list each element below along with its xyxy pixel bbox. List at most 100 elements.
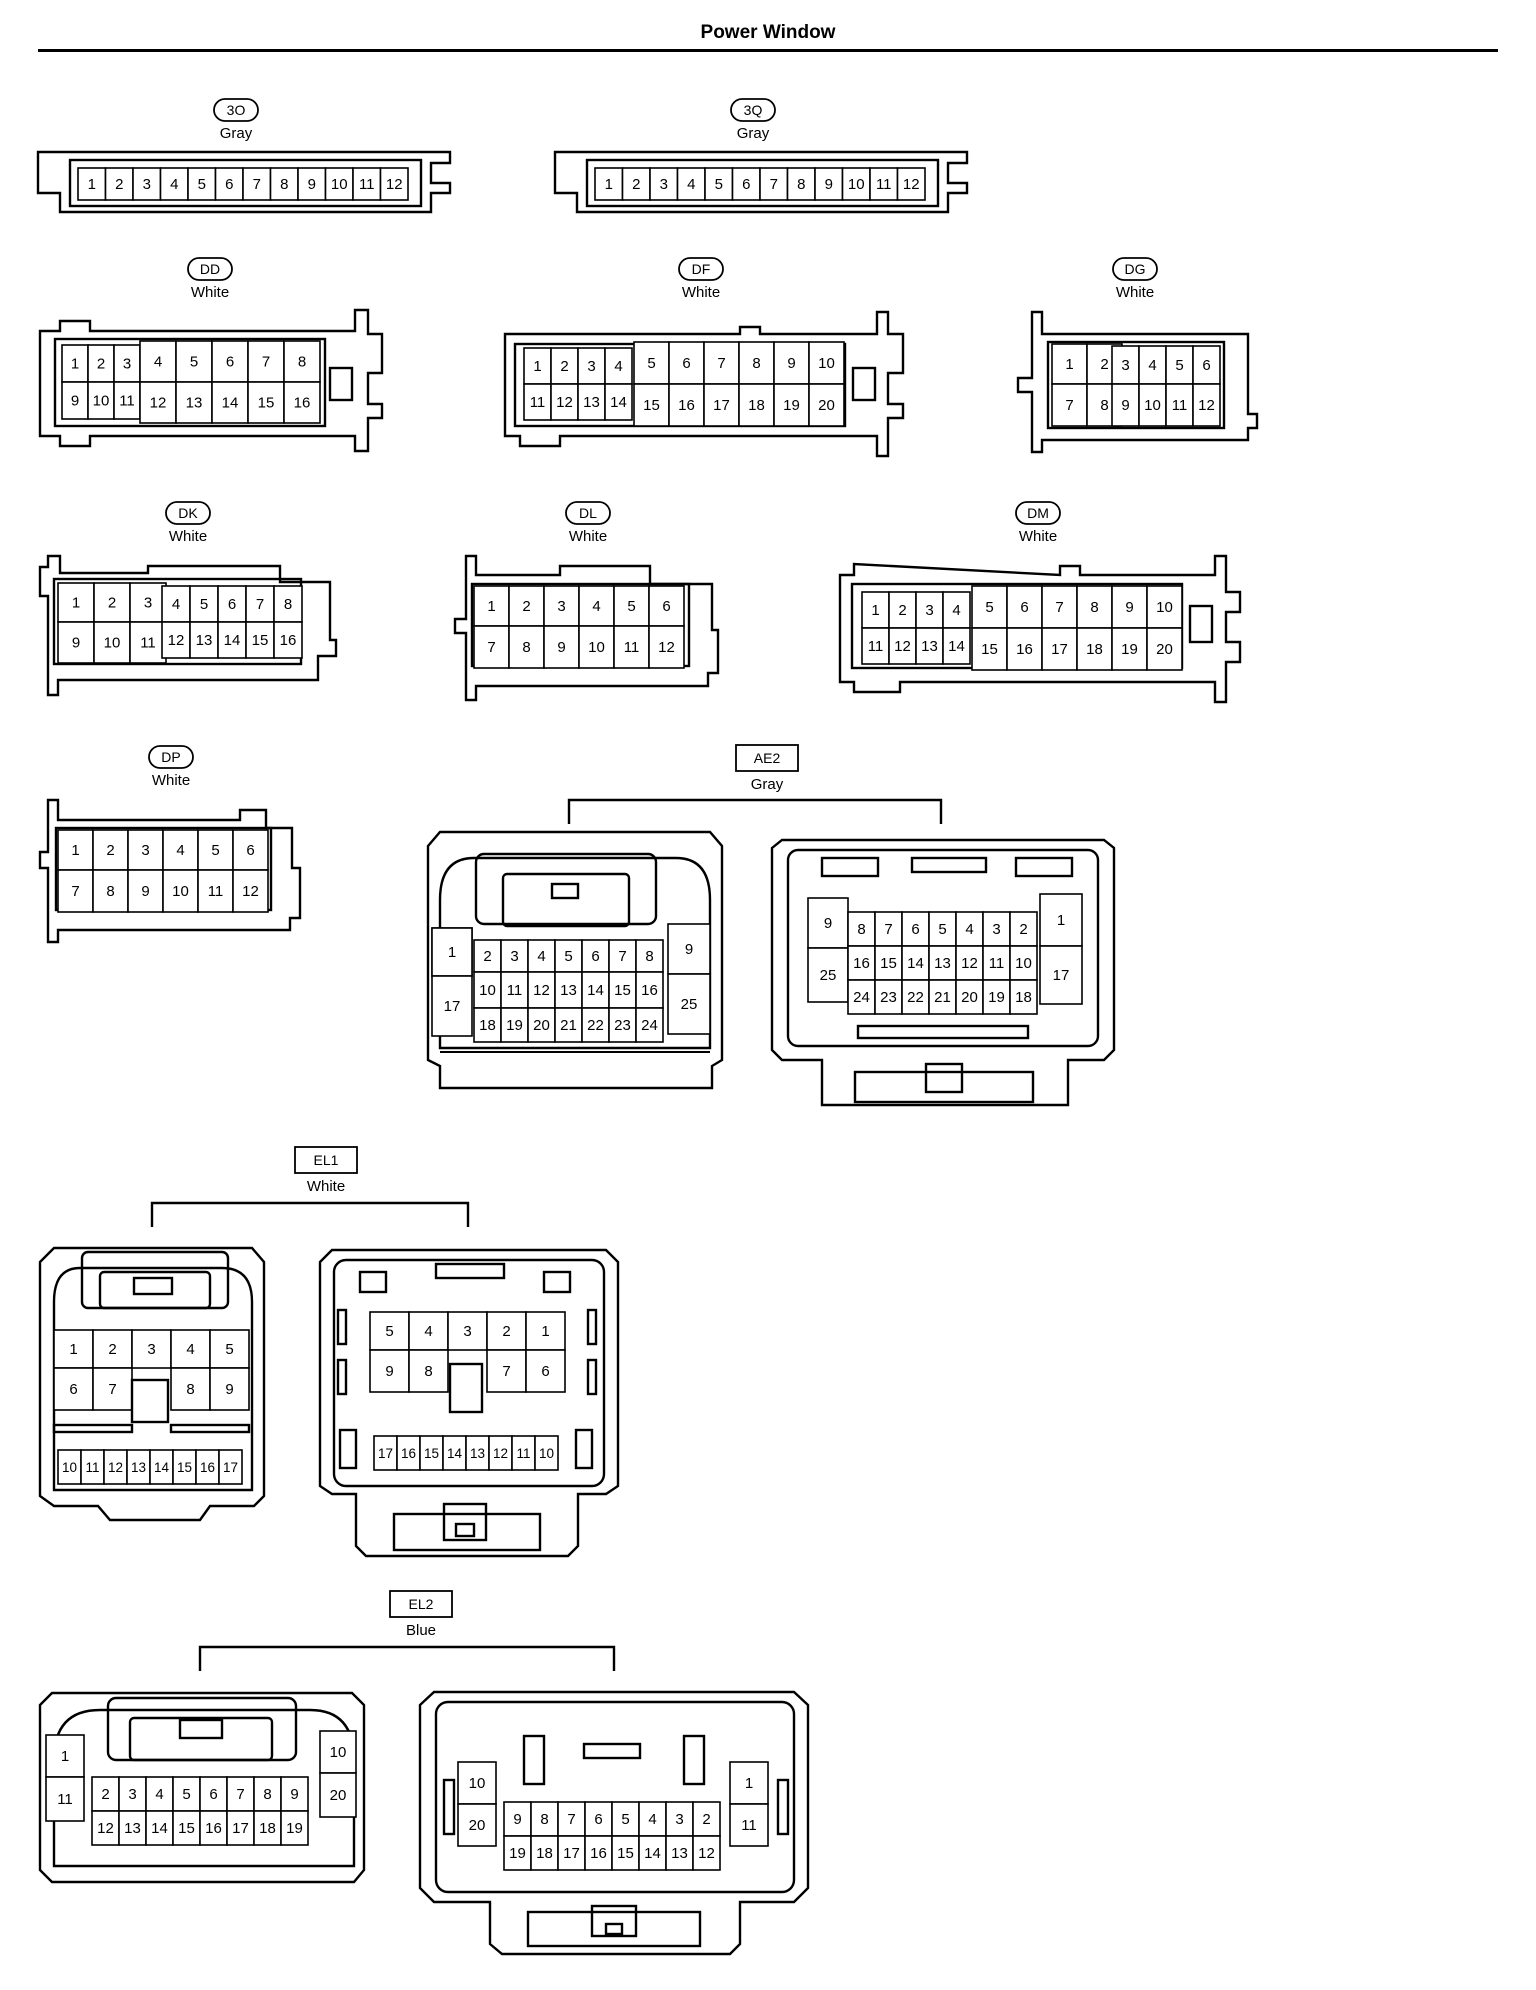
pin-number: 8 (280, 176, 288, 193)
pin-cell (129, 582, 167, 623)
pin-number: 12 (150, 395, 167, 412)
housing-part (853, 1070, 1035, 1104)
pin-cell (209, 1367, 250, 1411)
pin-number: 1 (1065, 356, 1073, 373)
connector-id: DM (1027, 505, 1049, 521)
connector-id: DK (178, 505, 198, 521)
pin-number: 6 (225, 176, 233, 193)
housing-part (501, 872, 631, 928)
pin-number: 4 (687, 176, 695, 193)
pin-cell (172, 1810, 201, 1846)
pin-number: 15 (258, 395, 275, 412)
pin-cell (226, 1810, 255, 1846)
pin-number: 3 (143, 176, 151, 193)
connector-color: White (1019, 528, 1057, 545)
pin-number: 12 (533, 982, 550, 999)
pin-cell (584, 1801, 613, 1837)
pin-number: 11 (989, 955, 1005, 972)
pin-number: 16 (590, 1845, 607, 1862)
pin-number: 17 (378, 1446, 393, 1461)
connector-tag-pill (187, 257, 233, 281)
pin-cell (928, 979, 957, 1015)
pin-number: 20 (469, 1817, 486, 1834)
pin-number: 8 (106, 883, 114, 900)
pin-number: 10 (588, 639, 605, 656)
pin-number: 12 (168, 632, 185, 649)
pin-number: 10 (93, 393, 110, 410)
pin-cell (53, 1329, 94, 1369)
pin-cell (942, 627, 971, 665)
pin-number: 1 (61, 1748, 69, 1765)
pin-number: 14 (587, 982, 604, 999)
pin-number: 3 (675, 1811, 683, 1828)
pin-number: 2 (97, 356, 105, 373)
pin-number: 21 (560, 1017, 577, 1034)
housing-part (574, 1428, 594, 1470)
pin-number: 20 (961, 989, 978, 1006)
pin-cell (530, 1835, 559, 1871)
pin-cell (971, 585, 1008, 629)
pin-number: 11 (359, 176, 375, 193)
pin-number: 3 (925, 602, 933, 619)
pin-number: 12 (961, 955, 978, 972)
pin-number: 4 (965, 921, 973, 938)
pin-number: 10 (848, 176, 865, 193)
housing-outline (553, 150, 969, 214)
connector-tag-pill (148, 745, 194, 769)
pin-cell (61, 344, 89, 383)
pin-number: 4 (176, 842, 184, 859)
pin-number: 13 (921, 638, 938, 655)
pin-number: 10 (1144, 397, 1161, 414)
connector-tag-pill (678, 257, 724, 281)
pin-number: 4 (154, 354, 162, 371)
pin-number: 24 (853, 989, 870, 1006)
pin-number: 9 (290, 1786, 298, 1803)
pin-number: 1 (487, 598, 495, 615)
pin-number: 18 (479, 1017, 496, 1034)
pin-number: 18 (1086, 641, 1103, 658)
connector-tag-pill (1112, 257, 1158, 281)
pin-cell (604, 383, 633, 421)
pin-number: 12 (658, 639, 675, 656)
pin-cell (577, 347, 606, 385)
pin-cell (874, 945, 903, 981)
pin-cell (847, 945, 876, 981)
housing-part (358, 1270, 388, 1294)
connector-id: 3Q (744, 102, 763, 118)
housing-part (132, 1276, 174, 1296)
pin-number: 20 (1156, 641, 1173, 658)
pin-cell (896, 167, 926, 201)
pin-number: 7 (1065, 397, 1073, 414)
pin-number: 7 (884, 921, 892, 938)
pin-number: 14 (644, 1845, 661, 1862)
pin-number: 14 (224, 632, 241, 649)
pin-number: 3 (144, 595, 152, 612)
pin-number: 7 (487, 639, 495, 656)
pin-number: 10 (172, 883, 189, 900)
housing-outline (567, 798, 943, 824)
pin-number: 9 (557, 639, 565, 656)
pin-number: 1 (745, 1775, 753, 1792)
pin-number: 24 (641, 1017, 658, 1034)
pin-cell (199, 1776, 228, 1812)
pin-number: 3 (463, 1323, 471, 1340)
pin-number: 15 (614, 982, 631, 999)
pin-cell (1111, 585, 1148, 629)
pin-number: 20 (330, 1787, 347, 1804)
pin-cell (667, 923, 711, 975)
pin-cell (955, 911, 984, 947)
housing-part (130, 1378, 170, 1424)
pin-number: 3 (557, 598, 565, 615)
pin-number: 13 (671, 1845, 688, 1862)
pin-number: 10 (104, 635, 121, 652)
pin-number: 8 (186, 1381, 194, 1398)
housing-outline (503, 310, 905, 458)
page-title: Power Window (700, 22, 836, 43)
pin-number: 12 (242, 883, 259, 900)
pin-cell (408, 1311, 449, 1351)
pin-number: 4 (424, 1323, 432, 1340)
pin-number: 7 (1055, 599, 1063, 616)
pin-number: 2 (115, 176, 123, 193)
